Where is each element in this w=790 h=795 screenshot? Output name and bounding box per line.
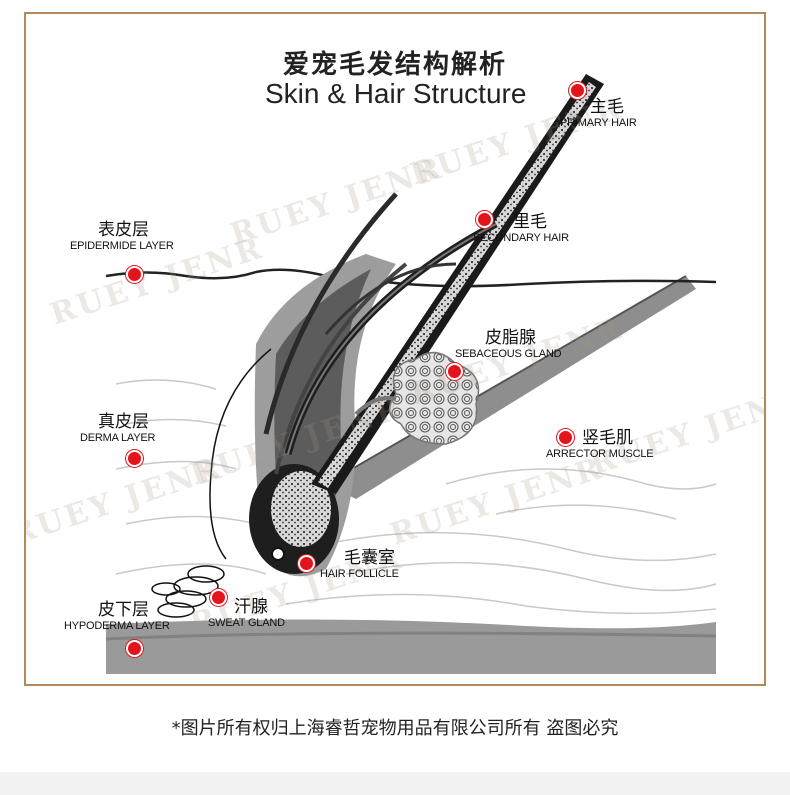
marker-arrector-muscle xyxy=(557,429,574,446)
marker-hair-follicle xyxy=(298,555,315,572)
label-secondary-hair: 里毛 SECONDARY HAIR xyxy=(473,214,569,244)
label-epidermis-cn: 表皮层 xyxy=(98,220,149,240)
sweat-gland-duct xyxy=(209,348,272,560)
skin-hair-illustration xyxy=(105,74,717,674)
title-chinese: 爱宠毛发结构解析 xyxy=(282,50,507,80)
marker-hypoderma xyxy=(126,640,143,657)
label-arrector-muscle-en: ARRECTOR MUSCLE xyxy=(546,448,654,460)
label-hypoderma-en: HYPODERMA LAYER xyxy=(64,620,170,632)
label-hair-follicle-cn: 毛囊室 xyxy=(344,548,395,568)
label-sweat-gland-en: SWEAT GLAND xyxy=(208,617,285,629)
label-epidermis-en: EPIDERMIDE LAYER xyxy=(70,240,174,252)
label-derma: 真皮层 DERMA LAYER xyxy=(80,414,155,444)
marker-primary-hair xyxy=(569,82,586,99)
label-arrector-muscle: 竖毛肌 ARRECTOR MUSCLE xyxy=(546,428,654,460)
marker-sweat-gland xyxy=(210,589,227,606)
label-sweat-gland: 汗腺 SWEAT GLAND xyxy=(208,599,285,629)
label-sebaceous-gland-en: SEBACEOUS GLAND xyxy=(455,348,562,360)
label-arrector-muscle-cn: 竖毛肌 xyxy=(582,428,633,448)
label-secondary-hair-cn: 里毛 xyxy=(513,212,547,232)
label-primary-hair: 主毛 PRIMARY HAIR xyxy=(560,99,637,129)
copyright-notice: *图片所有权归上海睿哲宠物用品有限公司所有 盗图必究 xyxy=(171,718,619,739)
label-hypoderma-cn: 皮下层 xyxy=(98,600,149,620)
label-secondary-hair-en: SECONDARY HAIR xyxy=(473,232,569,244)
marker-sebaceous-gland xyxy=(446,363,463,380)
label-hypoderma: 皮下层 HYPODERMA LAYER xyxy=(64,602,170,632)
secondary-hair-2 xyxy=(263,192,398,435)
label-hair-follicle: 毛囊室 HAIR FOLLICLE xyxy=(320,550,399,580)
label-derma-en: DERMA LAYER xyxy=(80,432,156,444)
label-derma-cn: 真皮层 xyxy=(98,412,149,432)
label-sweat-gland-cn: 汗腺 xyxy=(234,597,268,617)
label-hair-follicle-en: HAIR FOLLICLE xyxy=(320,568,399,580)
marker-secondary-hair xyxy=(476,211,493,228)
marker-epidermis xyxy=(126,266,143,283)
label-primary-hair-cn: 主毛 xyxy=(590,97,624,117)
label-sebaceous-gland-cn: 皮脂腺 xyxy=(485,328,536,348)
bottom-bar xyxy=(0,772,790,795)
label-sebaceous-gland: 皮脂腺 SEBACEOUS GLAND xyxy=(455,328,562,360)
derma-fibers xyxy=(115,379,717,615)
sweat-gland-coil xyxy=(151,565,225,618)
label-epidermis: 表皮层 EPIDERMIDE LAYER xyxy=(70,222,174,252)
title-english: Skin & Hair Structure xyxy=(265,78,527,109)
marker-derma xyxy=(126,450,143,467)
diagram-frame: RUEY JENR RUEY JENR RUEY JENR RUEY JENR … xyxy=(24,12,766,686)
label-primary-hair-en: PRIMARY HAIR xyxy=(560,117,637,129)
arrector-muscle-shape xyxy=(326,276,696,499)
